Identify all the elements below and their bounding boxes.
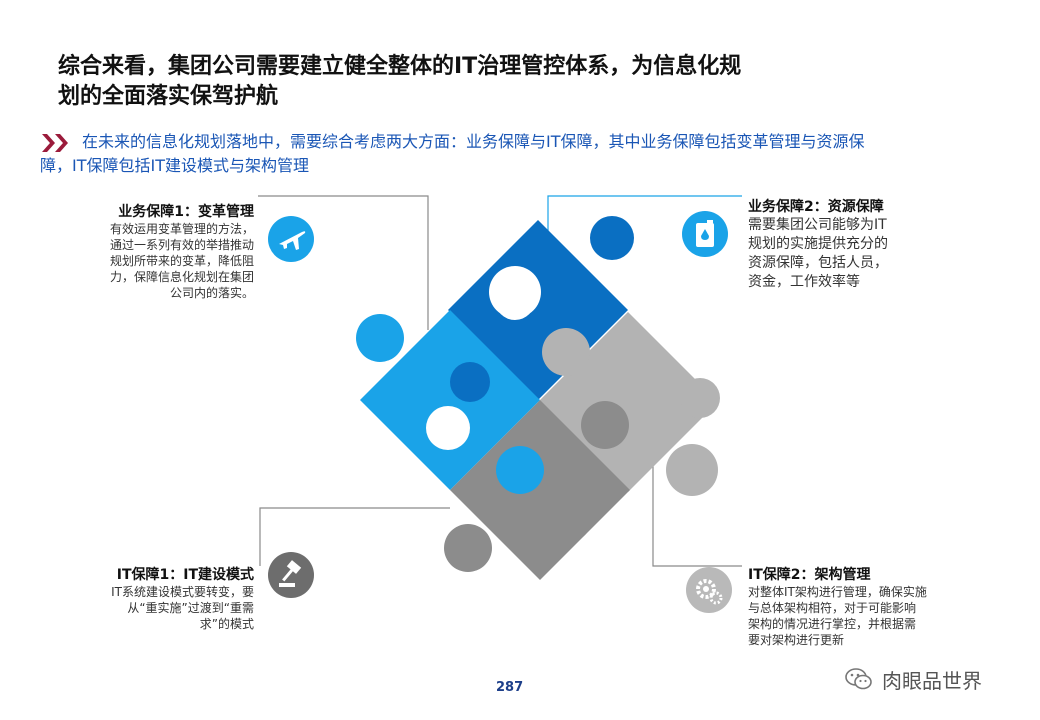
block-arch-line: 架构的情况进行掌控，并根据需 [748,617,917,631]
block-arch-line: 要对架构进行更新 [748,633,845,647]
watermark: 肉眼品世界 [844,664,982,694]
page-number: 287 [496,680,524,695]
block-change-line: 有效运用变革管理的方法， [109,222,254,236]
block-arch-line: 对整体IT架构进行管理，确保实施 [748,585,927,599]
block-resource-line: 规划的实施提供充分的 [748,236,888,252]
block-change-line: 通过一系列有效的举措推动 [109,238,254,252]
block-resource-line: 资源保障，包括人员， [748,255,888,271]
connector-change [258,195,429,330]
fuel-can-icon [682,211,728,257]
watermark-text: 肉眼品世界 [882,668,982,693]
airplane-icon [268,216,314,262]
block-build-heading: IT保障1：IT建设模式 [116,567,254,583]
block-build-line: 求”的模式 [199,617,254,631]
wechat-icon [845,668,872,690]
title-line-2: 划的全面落实保驾护航 [58,84,279,109]
page-title: 综合来看，集团公司需要建立健全整体的IT治理管控体系，为信息化规 划的全面落实保… [58,52,838,112]
puzzle-piece-light-blue [356,310,544,494]
connector-arch [652,450,742,567]
block-change-management: 业务保障1：变革管理 有效运用变革管理的方法， 通过一系列有效的举措推动 规划所… [80,203,254,301]
block-change-line: 公司内的落实。 [169,286,254,300]
title-line-1: 综合来看，集团公司需要建立健全整体的IT治理管控体系，为信息化规 [58,54,742,79]
intro-line-1: 在未来的信息化规划落地中，需要综合考虑两大方面：业务保障与IT保障，其中业务保障… [82,132,865,151]
block-change-line: 力，保障信息化规划在集团 [109,270,254,284]
block-resource-line: 需要集团公司能够为IT [748,217,887,233]
block-build-line: IT系统建设模式要转变，要 [111,585,254,599]
intro-line-2: 障，IT保障包括IT建设模式与架构管理 [40,156,309,175]
block-resource-heading: 业务保障2：资源保障 [748,199,884,215]
block-arch-line: 与总体架构相符，对于可能影响 [748,601,917,615]
block-resource-assurance: 业务保障2：资源保障 需要集团公司能够为IT 规划的实施提供充分的 资源保障，包… [748,198,948,292]
connector-build [259,507,450,566]
gavel-icon [268,552,314,598]
block-build-line: 从“重实施”过渡到“重需 [127,601,254,615]
block-architecture-management: IT保障2：架构管理 对整体IT架构进行管理，确保实施 与总体架构相符，对于可能… [748,566,958,648]
block-resource-line: 资金，工作效率等 [748,274,860,290]
gears-icon [686,567,732,613]
block-change-heading: 业务保障1：变革管理 [118,204,254,220]
intro-paragraph: 在未来的信息化规划落地中，需要综合考虑两大方面：业务保障与IT保障，其中业务保障… [40,130,1000,178]
block-change-line: 规划所带来的变革，降低阻 [109,254,254,268]
block-arch-heading: IT保障2：架构管理 [748,567,871,583]
block-it-build-mode: IT保障1：IT建设模式 IT系统建设模式要转变，要 从“重实施”过渡到“重需 … [80,566,254,632]
double-chevron-icon [42,134,68,152]
